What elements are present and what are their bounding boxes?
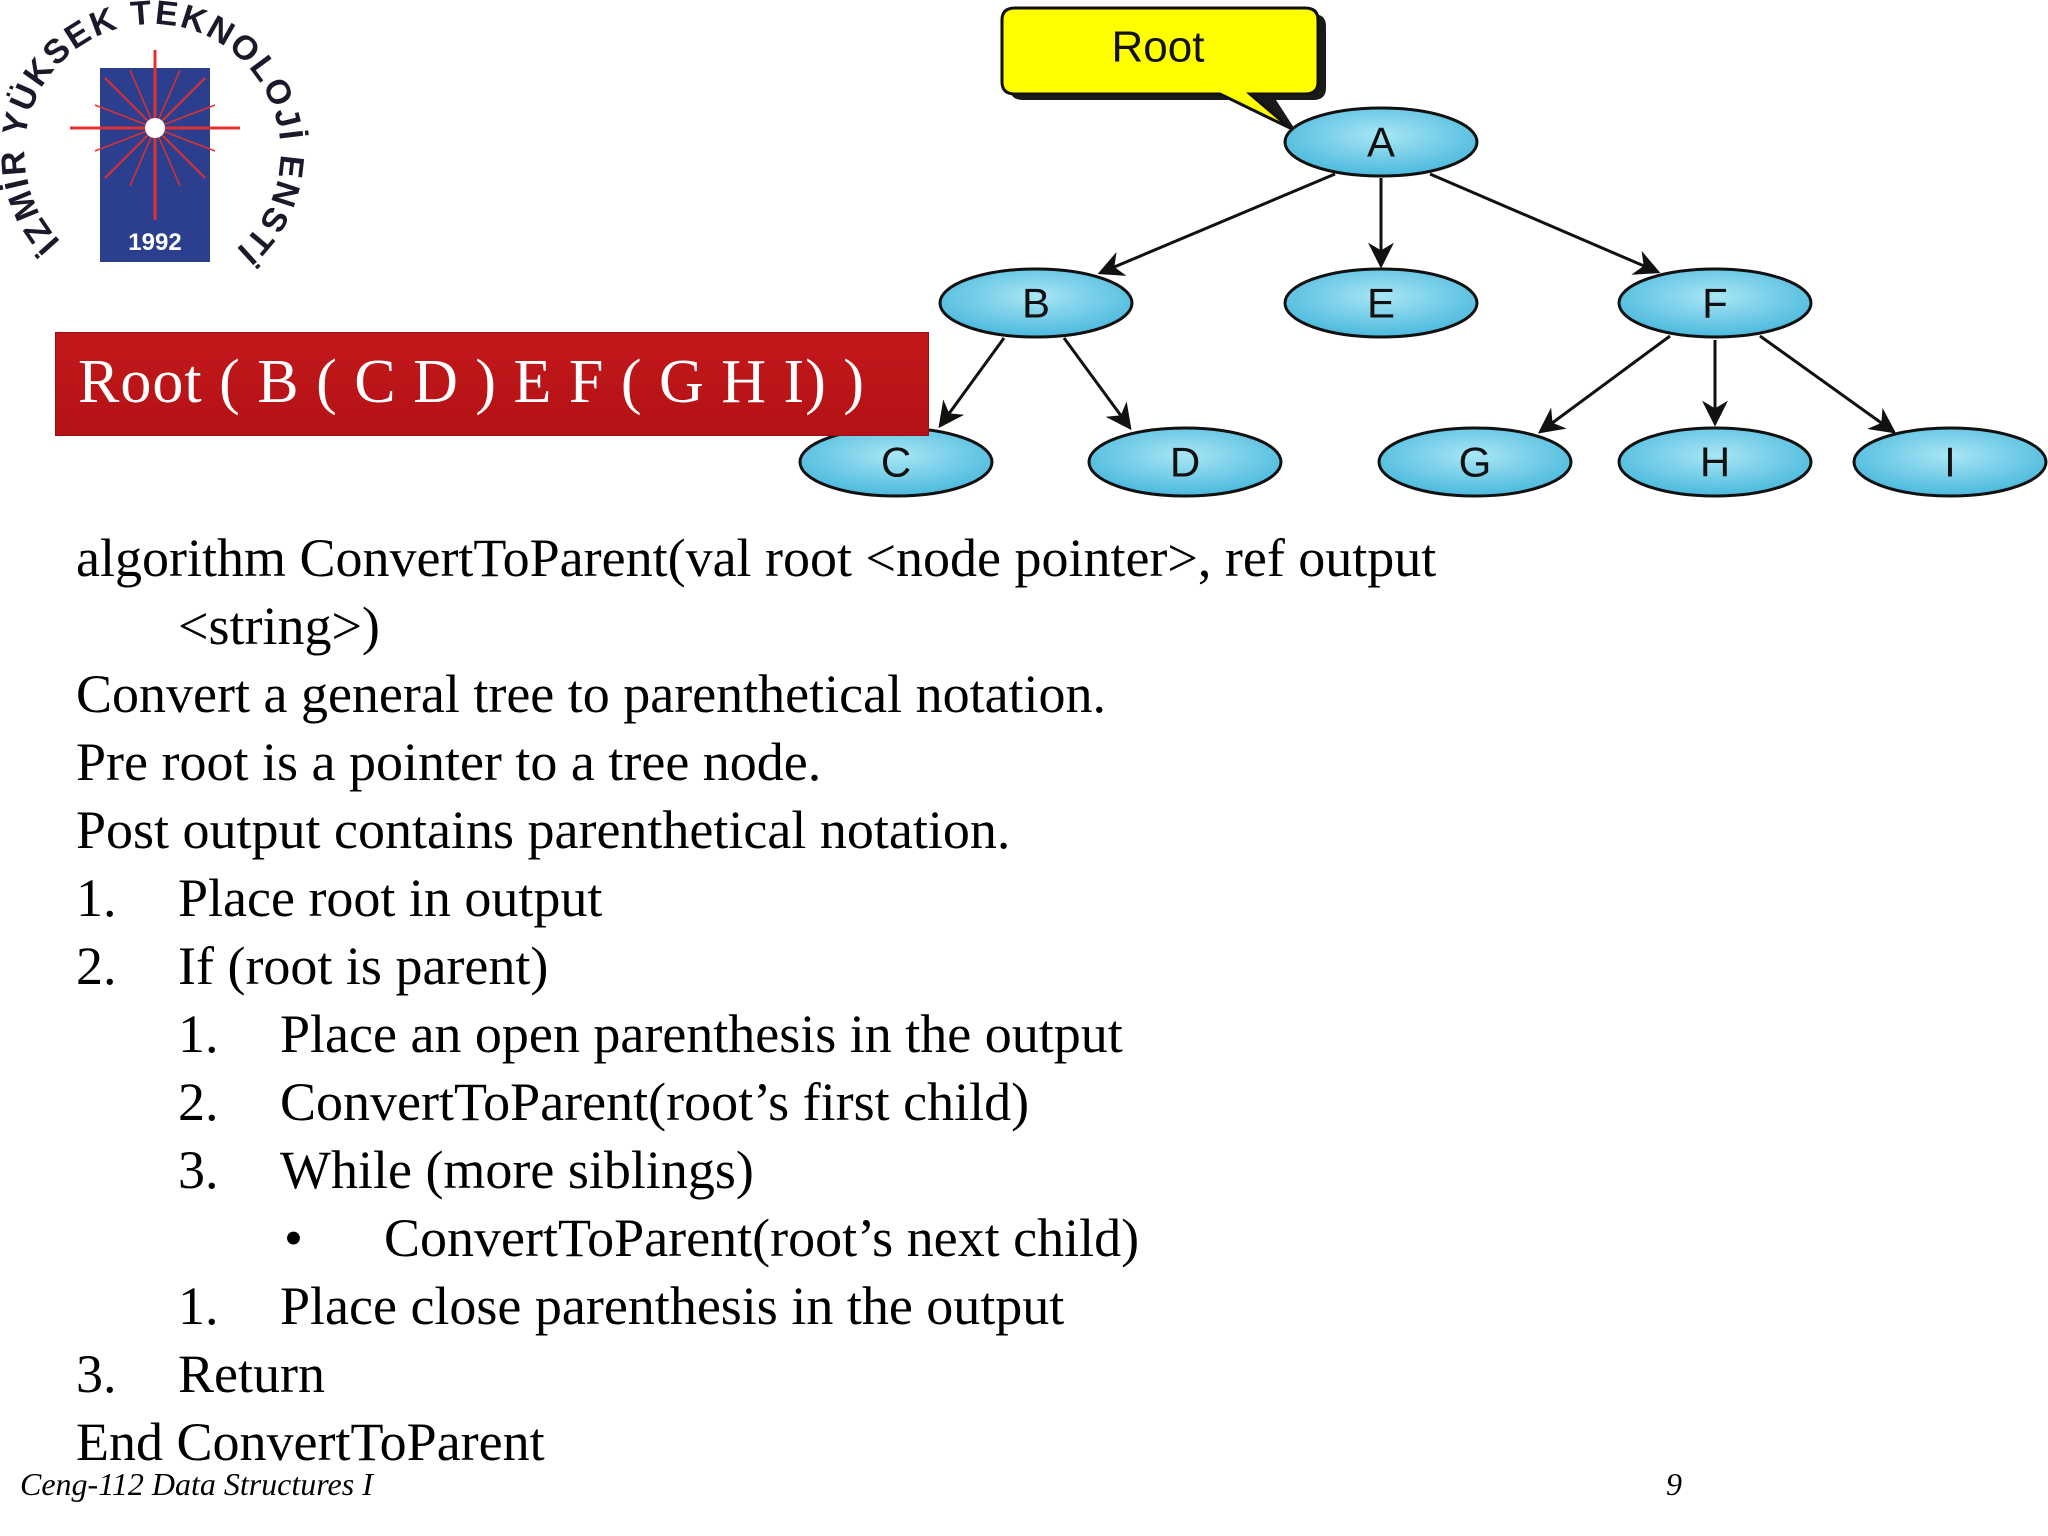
tree-node-g: G (1377, 426, 1573, 498)
edge-a-f (1429, 172, 1661, 275)
svg-text:G: G (1459, 439, 1492, 486)
callout-label: Root (1112, 23, 1205, 72)
edge-f-i (1759, 334, 1897, 434)
step-number: 1. (178, 1276, 219, 1336)
edge-f-g (1537, 334, 1671, 434)
edge-a-b (1097, 172, 1336, 276)
svg-text:D: D (1170, 439, 1200, 486)
tree-edges (938, 172, 1897, 434)
algorithm-end: End ConvertToParent (76, 1412, 545, 1472)
logo-star-center (145, 118, 165, 138)
tree-node-a: A (1283, 106, 1479, 178)
root-callout: Root (1000, 6, 1326, 134)
slide-page-number: 9 (1666, 1466, 1682, 1502)
institute-logo: İZMİR YÜKSEK TEKNOLOJİ ENSTİTÜSÜ 1992 (0, 0, 309, 273)
step-number: 1. (76, 868, 117, 928)
svg-text:H: H (1700, 439, 1730, 486)
edge-b-c (938, 337, 1006, 429)
step-number: 2. (76, 936, 117, 996)
algorithm-header-cont: <string>) (178, 596, 380, 656)
tree-node-b: B (938, 267, 1134, 339)
parenthetical-notation-banner: Root ( B ( C D ) E F ( G H I) ) (56, 333, 928, 435)
svg-text:B: B (1022, 280, 1050, 327)
svg-text:F: F (1702, 280, 1728, 327)
general-tree-diagram: Root A B E F (798, 6, 2048, 498)
step-text: Return (178, 1344, 325, 1404)
tree-node-d: D (1087, 426, 1283, 498)
step-text: ConvertToParent(root’s first child) (280, 1072, 1030, 1132)
step-number: 1. (178, 1004, 219, 1064)
algorithm-header: algorithm ConvertToParent(val root <node… (76, 528, 1437, 588)
svg-text:A: A (1367, 119, 1395, 166)
algorithm-description: Convert a general tree to parenthetical … (76, 664, 1107, 724)
tree-node-e: E (1283, 267, 1479, 339)
logo-year: 1992 (128, 229, 181, 256)
tree-node-c: C (798, 426, 994, 498)
tree-node-f: F (1617, 267, 1813, 339)
svg-text:C: C (881, 439, 911, 486)
algorithm-precondition: Pre root is a pointer to a tree node. (76, 732, 822, 792)
step-number: 3. (76, 1344, 117, 1404)
tree-node-h: H (1617, 426, 1813, 498)
bullet-icon: • (284, 1208, 303, 1268)
algorithm-postcondition: Post output contains parenthetical notat… (76, 800, 1011, 860)
footer-course-title: Ceng-112 Data Structures I (20, 1466, 373, 1502)
svg-text:I: I (1944, 439, 1956, 486)
edge-b-d (1062, 337, 1132, 431)
tree-node-i: I (1852, 426, 2048, 498)
svg-text:E: E (1367, 280, 1395, 327)
step-text: Place close parenthesis in the output (280, 1276, 1065, 1336)
step-number: 2. (178, 1072, 219, 1132)
step-text: While (more siblings) (280, 1140, 754, 1200)
step-text: ConvertToParent(root’s next child) (384, 1208, 1140, 1268)
step-text: Place an open parenthesis in the output (280, 1004, 1123, 1064)
parenthetical-notation-text: Root ( B ( C D ) E F ( G H I) ) (78, 348, 865, 416)
step-text: If (root is parent) (178, 936, 549, 996)
step-text: Place root in output (178, 868, 603, 928)
step-number: 3. (178, 1140, 219, 1200)
